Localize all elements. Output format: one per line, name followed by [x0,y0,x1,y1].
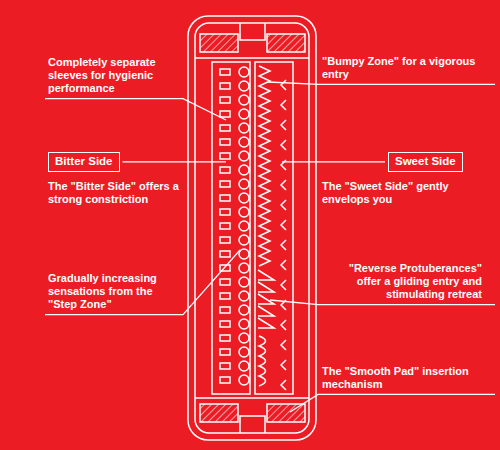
step-bump [239,193,249,203]
step-ridge [220,97,230,103]
step-ridge [220,209,230,215]
sleeve-rib [281,340,286,350]
step-bump [239,235,249,245]
step-bump [239,305,249,315]
sleeve-rib [281,80,286,90]
leader-line [270,300,495,305]
bottom-cap-line [195,397,309,399]
step-ridge [220,279,230,285]
step-bump [239,333,249,343]
smooth-ridges [259,336,266,386]
step-bump [239,67,249,77]
step-bump [239,137,249,147]
step-bump [239,151,249,161]
step-ridge [220,223,230,229]
step-ridge [220,111,230,117]
step-bump [239,221,249,231]
sleeve-rib [281,240,286,250]
step-ridge [220,237,230,243]
callout-label: The "Smooth Pad" insertion mechanism [322,365,482,391]
step-ridge [220,195,230,201]
sleeve-rib [281,260,286,270]
sleeve-rib [281,200,286,210]
step-bump [239,123,249,133]
side-heading-box: Bitter Side [48,152,120,172]
leader-line [123,161,226,162]
sleeve-texture [220,66,286,390]
leader-line [45,250,240,315]
step-ridge [220,293,230,299]
sleeve-rib [281,100,286,110]
leader-line [45,99,226,120]
sleeve-rib [281,360,286,370]
leader-line [282,161,385,162]
step-bump [239,277,249,287]
step-bump [239,207,249,217]
step-bump [239,319,249,329]
reverse-protuberance [258,270,274,280]
callout-label: "Reverse Protuberances" offer a gliding … [322,262,482,302]
top-right-pad [267,34,305,52]
step-bump [239,361,249,371]
sleeve-rib [281,380,286,390]
step-bump [239,263,249,273]
step-bump [239,109,249,119]
step-ridge [220,139,230,145]
inner-casing [195,23,309,433]
step-bump [239,165,249,175]
step-ridge [220,181,230,187]
step-bump [239,81,249,91]
reverse-protuberance [258,294,274,304]
sleeve-rib [281,180,286,190]
step-ridge [220,321,230,327]
leader-line [268,82,495,84]
step-ridge [220,153,230,159]
leader-line [290,394,495,412]
sleeve-rib [281,320,286,330]
bottom-notch [240,416,265,433]
step-ridge [220,83,230,89]
step-bump [239,347,249,357]
side-callout: Sweet SideThe "Sweet Side" gently envelo… [322,152,482,206]
bumpy-zone [259,66,270,266]
callout-label: "Bumpy Zone" for a vigorous entry [322,55,482,81]
step-bump [239,291,249,301]
step-bump [239,95,249,105]
side-heading-box: Sweet Side [388,152,463,172]
step-ridge [220,69,230,75]
step-bump [239,179,249,189]
side-description: The "Sweet Side" gently envelops you [322,180,482,206]
step-ridge [220,363,230,369]
step-ridge [220,335,230,341]
step-ridge [220,167,230,173]
step-ridge [220,307,230,313]
step-ridge [220,377,230,383]
top-cap-line [195,57,309,59]
side-description: The "Bitter Side" offers a strong constr… [48,180,180,206]
sleeve-rib [281,120,286,130]
side-callout: Bitter SideThe "Bitter Side" offers a st… [48,152,180,206]
callout-label: Completely separate sleeves for hygienic… [48,56,180,96]
step-ridge [220,125,230,131]
step-ridge [220,251,230,257]
step-ridge [220,349,230,355]
reverse-protuberance [258,282,274,292]
callout-label: Gradually increasing sensations from the… [48,272,180,312]
top-left-pad [200,34,238,52]
step-bump [239,375,249,385]
outer-casing [188,16,316,440]
bottom-left-pad [200,404,238,422]
left-sleeve [212,62,250,394]
right-sleeve [255,62,293,394]
sleeve-rib [281,140,286,150]
reverse-protuberance [258,318,274,328]
sleeve-rib [281,220,286,230]
reverse-protuberance [258,306,274,316]
sleeve-rib [281,280,286,290]
top-notch [240,23,265,40]
step-bump [239,249,249,259]
